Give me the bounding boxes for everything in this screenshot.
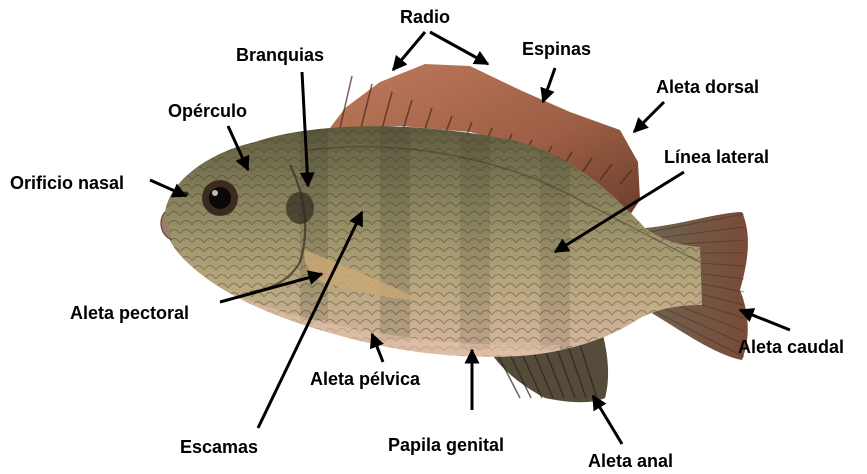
label-aleta-pelvica: Aleta pélvica — [310, 370, 420, 388]
arrow-radio-left — [393, 32, 425, 70]
label-aleta-anal: Aleta anal — [588, 452, 673, 470]
label-orificio-nasal: Orificio nasal — [10, 174, 124, 192]
label-branquias: Branquias — [236, 46, 324, 64]
arrow-aleta-dorsal — [634, 102, 664, 132]
label-linea-lateral: Línea lateral — [664, 148, 769, 166]
arrow-radio-right — [430, 32, 488, 64]
label-aleta-caudal: Aleta caudal — [738, 338, 844, 356]
gill-spot — [286, 192, 314, 224]
label-espinas: Espinas — [522, 40, 591, 58]
label-radio: Radio — [400, 8, 450, 26]
label-escamas: Escamas — [180, 438, 258, 456]
arrow-espinas — [543, 68, 555, 102]
label-operculo: Opérculo — [168, 102, 247, 120]
arrow-aleta-anal — [593, 396, 622, 444]
label-aleta-pectoral: Aleta pectoral — [70, 304, 189, 322]
label-papila-genital: Papila genital — [388, 436, 504, 454]
label-aleta-dorsal: Aleta dorsal — [656, 78, 759, 96]
